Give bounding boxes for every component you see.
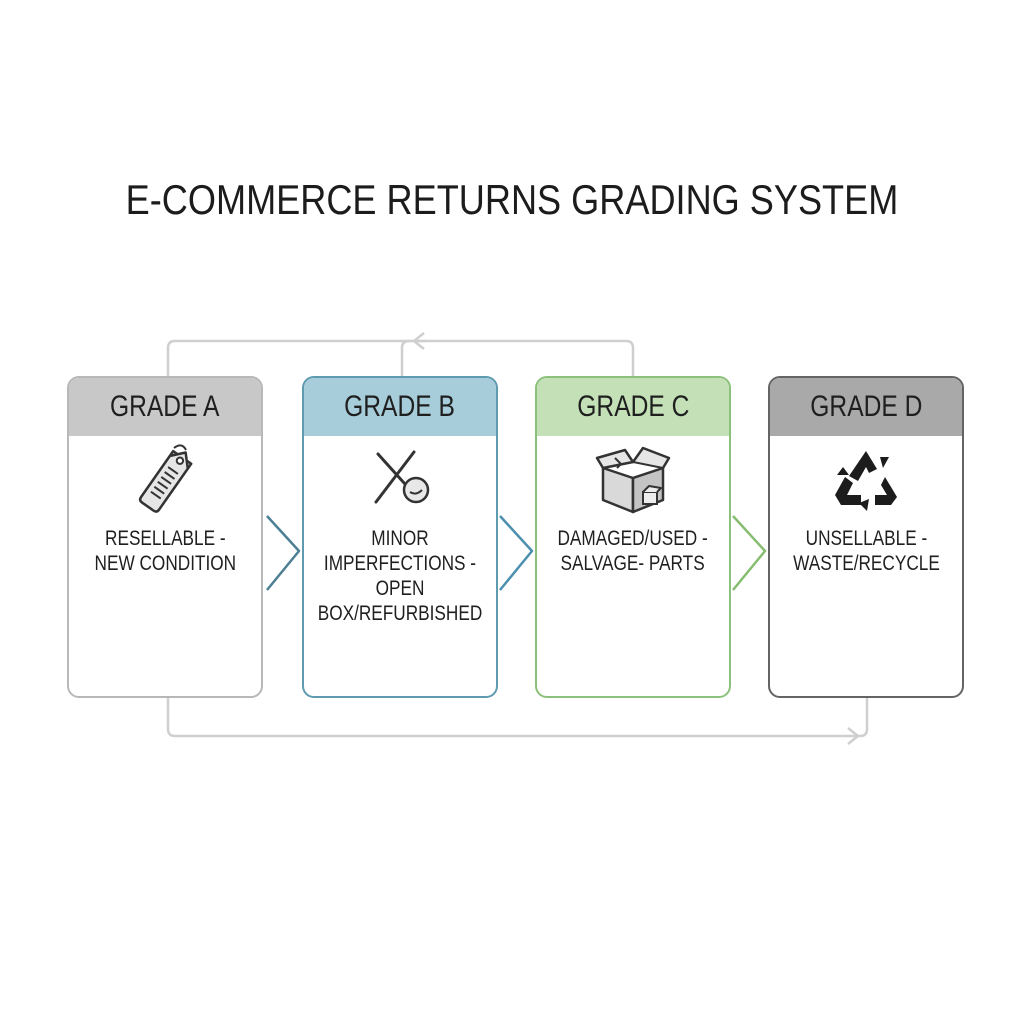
grade-a-description: RESELLABLE - NEW CONDITION <box>94 527 236 575</box>
damaged-box-icon <box>537 442 729 518</box>
grade-d-description: UNSELLABLE - WASTE/RECYCLE <box>792 527 940 575</box>
arrow-b-to-c <box>499 515 534 591</box>
grade-b-card: GRADE B MINOR IMPERFECTIONS - OPEN BOX/R… <box>302 376 498 698</box>
grade-a-header: GRADE A <box>69 378 261 436</box>
grade-b-header: GRADE B <box>304 378 496 436</box>
price-tag-icon <box>69 442 261 518</box>
grade-c-header: GRADE C <box>537 378 729 436</box>
grade-b-description: MINOR IMPERFECTIONS - OPEN BOX/REFURBISH… <box>317 527 483 625</box>
bottom-loop-connector <box>166 698 869 745</box>
arrow-c-to-d <box>732 515 767 591</box>
arrow-a-to-b <box>266 515 301 591</box>
scratch-icon <box>304 442 496 518</box>
grade-c-description: DAMAGED/USED - SALVAGE- PARTS <box>557 527 709 575</box>
grade-a-card: GRADE A RESELLABLE - NEW CONDITION <box>67 376 263 698</box>
grade-d-header: GRADE D <box>770 378 962 436</box>
recycle-icon <box>770 442 962 518</box>
top-loop-connector <box>166 332 635 378</box>
page-title: E-COMMERCE RETURNS GRADING SYSTEM <box>125 176 899 223</box>
grade-d-card: GRADE D UNSELLABLE - WASTE/RECYCLE <box>768 376 964 698</box>
grade-c-card: GRADE C DAMAGED/USED - SALVAGE- PARTS <box>535 376 731 698</box>
